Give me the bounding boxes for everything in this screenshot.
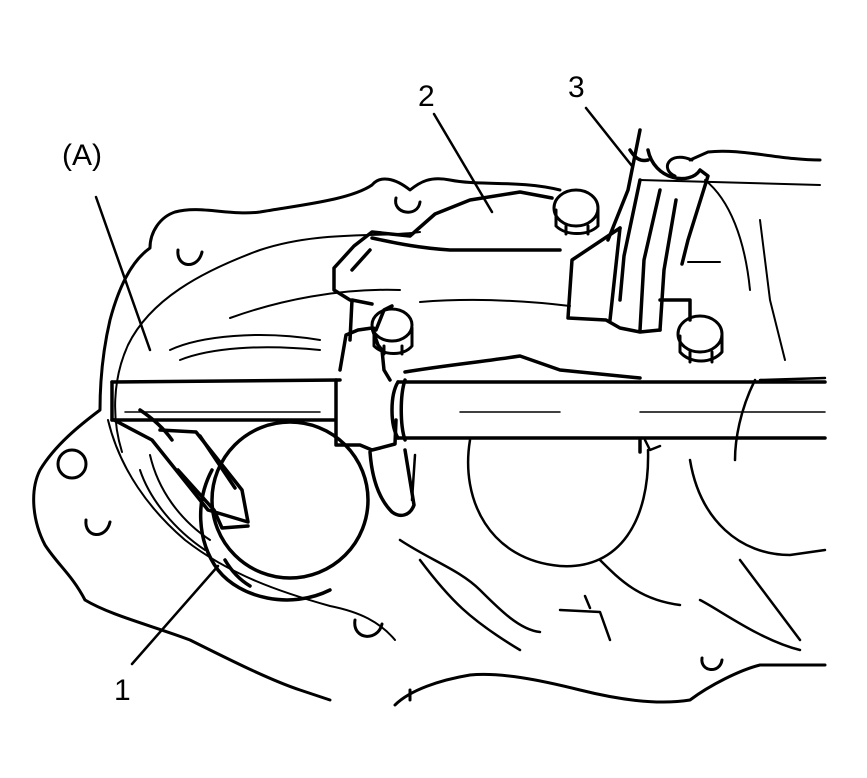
bolt-upper bbox=[554, 190, 598, 234]
bolt-right bbox=[678, 316, 722, 362]
stopper-bracket bbox=[334, 192, 560, 330]
case-outline bbox=[34, 151, 825, 705]
callout-label-2: 2 bbox=[418, 80, 435, 113]
callout-label-1: 1 bbox=[114, 674, 131, 707]
callout-label-3: 3 bbox=[568, 71, 585, 104]
callout-label-a: (A) bbox=[62, 139, 102, 172]
leader-line-a bbox=[96, 197, 150, 350]
case-opening-arcs bbox=[140, 335, 320, 550]
special-tool-lever bbox=[114, 410, 248, 528]
shift-rod bbox=[112, 356, 825, 452]
gear-ring bbox=[201, 422, 368, 600]
leader-line-1 bbox=[132, 566, 218, 664]
case-internal-bores bbox=[400, 378, 825, 650]
bolt-middle bbox=[372, 309, 412, 354]
leader-line-2 bbox=[434, 114, 492, 212]
case-inner-flange bbox=[108, 180, 820, 640]
case-bolt-holes bbox=[58, 157, 722, 669]
reverse-check-bracket bbox=[568, 130, 708, 332]
leader-line-3 bbox=[586, 108, 632, 166]
leader-lines bbox=[96, 108, 632, 664]
